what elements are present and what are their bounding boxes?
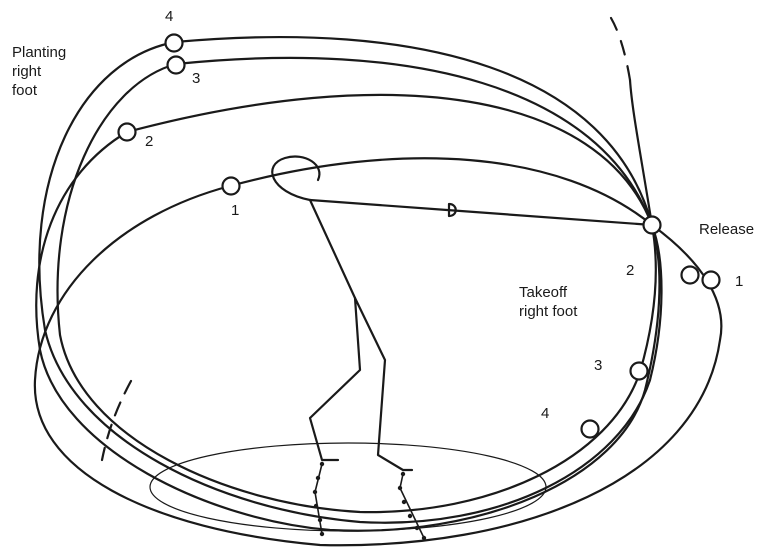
planting-label: Planting right foot [12, 43, 66, 100]
release-trajectory [628, 78, 654, 227]
takeoff-line-1: Takeoff [519, 284, 568, 301]
marker-right-3 [629, 361, 649, 381]
planting-line-3: foot [12, 82, 38, 99]
path-loop-3 [56, 56, 657, 514]
release-label: Release [699, 221, 755, 238]
planting-line-1: Planting [12, 44, 67, 61]
path-loop-2 [35, 93, 661, 532]
hand-marker [447, 202, 457, 218]
marker-left-2 [117, 122, 137, 142]
marker-left-4 [164, 33, 184, 53]
number-right-1: 1 [735, 273, 744, 290]
marker-left-3 [166, 55, 186, 75]
number-left-3: 3 [192, 70, 201, 87]
number-left-1: 1 [231, 202, 240, 219]
marker-right-1 [701, 270, 721, 290]
figure-rear-leg [353, 296, 414, 472]
number-right-4: 4 [541, 405, 550, 422]
marker-right-4 [580, 419, 600, 439]
marker-release [642, 215, 662, 235]
figure-head [271, 155, 321, 202]
path-loop-4 [38, 36, 663, 524]
number-left-2: 2 [145, 133, 154, 150]
number-left-4: 4 [165, 8, 174, 25]
number-right-3: 3 [594, 357, 603, 374]
takeoff-line-2: right foot [519, 303, 578, 320]
takeoff-label: Takeoff right foot [519, 283, 577, 321]
path-loop-1 [33, 157, 723, 547]
marker-right-2 [680, 265, 700, 285]
left-dashed-segment [100, 379, 133, 462]
planting-line-2: right [12, 63, 42, 80]
figure-arm [308, 198, 654, 227]
number-right-2: 2 [626, 262, 635, 279]
figure-body [308, 198, 362, 462]
marker-left-1 [221, 176, 241, 196]
release-trajectory-dash [609, 16, 632, 82]
ground-ellipse [149, 442, 547, 532]
